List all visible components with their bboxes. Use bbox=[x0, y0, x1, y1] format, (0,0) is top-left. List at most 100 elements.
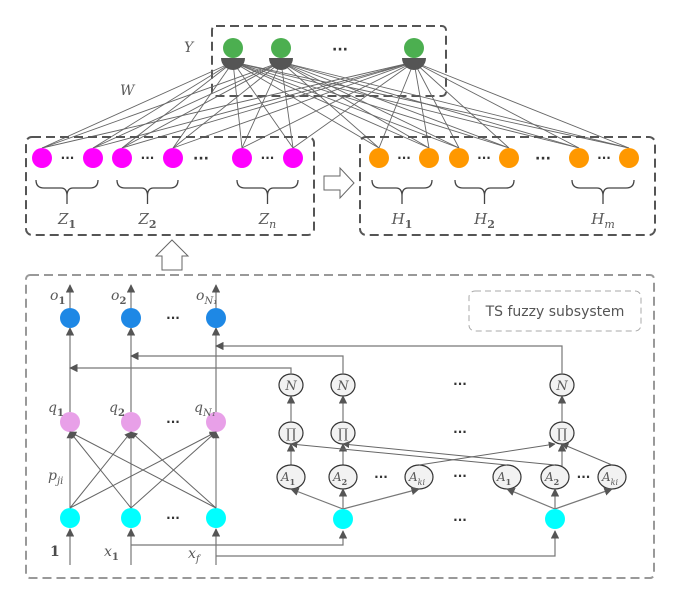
weight-edge bbox=[41, 61, 415, 149]
weight-edge bbox=[292, 61, 415, 149]
weight-edge bbox=[232, 61, 630, 149]
product-label: ∏ bbox=[338, 427, 348, 442]
weight-edge bbox=[280, 61, 430, 149]
weight-edge bbox=[121, 61, 282, 149]
ellipsis: ··· bbox=[453, 513, 467, 527]
normalization-label: N bbox=[284, 379, 297, 394]
input-label: x1 bbox=[104, 544, 119, 563]
enhancement-group-label: H1 bbox=[391, 210, 413, 231]
enhancement-group-brace bbox=[371, 179, 433, 197]
weight-edge bbox=[241, 61, 282, 149]
group-ellipsis: ··· bbox=[261, 151, 275, 165]
enhancement-group-ellipsis: ··· bbox=[535, 151, 551, 167]
enhancement-group-box bbox=[359, 136, 656, 236]
fuzzy-group-label: Z2 bbox=[137, 210, 156, 231]
rule-edge bbox=[418, 441, 556, 466]
enhancement-node bbox=[369, 148, 389, 168]
weight-edge bbox=[413, 61, 630, 149]
fuzzy-output-node bbox=[283, 148, 303, 168]
enhancement-group-brace bbox=[571, 179, 635, 197]
input-route-line bbox=[131, 530, 348, 546]
product-label: ∏ bbox=[557, 427, 567, 442]
ellipsis: ··· bbox=[166, 415, 180, 429]
output-node-port bbox=[402, 58, 426, 70]
fuzzify-node bbox=[545, 509, 565, 529]
parameter-edge bbox=[130, 431, 217, 509]
consequent-node bbox=[60, 412, 80, 432]
enhancement-node bbox=[419, 148, 439, 168]
enhancement-node bbox=[569, 148, 589, 168]
input-route-line bbox=[216, 530, 560, 557]
rule-edge bbox=[342, 441, 556, 466]
input-label-one: 1 bbox=[50, 544, 60, 560]
group-ellipsis: ··· bbox=[141, 151, 155, 165]
output-node bbox=[223, 38, 243, 58]
ellipsis: ··· bbox=[374, 470, 388, 484]
weights-label: W bbox=[120, 83, 136, 99]
weight-edge bbox=[280, 61, 294, 149]
group-ellipsis: ··· bbox=[397, 151, 411, 165]
weight-edge bbox=[92, 61, 234, 149]
enhancement-group-label: Hm bbox=[590, 210, 615, 231]
norm-to-output-line bbox=[69, 363, 292, 374]
fuzzy-group-label: Zn bbox=[258, 210, 277, 231]
weight-edge bbox=[413, 61, 460, 149]
weight-edge bbox=[413, 61, 510, 149]
ts-output-label: oN₁ bbox=[196, 288, 217, 307]
consequent-label: q2 bbox=[109, 400, 125, 419]
input-node bbox=[121, 508, 141, 528]
fuzzy-output-node bbox=[163, 148, 183, 168]
up-arrow-icon bbox=[154, 239, 190, 271]
norm-to-output-line bbox=[130, 351, 344, 374]
output-layer: Y ··· W bbox=[120, 25, 447, 99]
ts-subsystem-box bbox=[25, 274, 655, 579]
weight-edge bbox=[232, 61, 380, 149]
fuzzify-edge bbox=[506, 488, 556, 510]
ts-subsystem-title-box bbox=[468, 290, 642, 332]
ellipsis: ··· bbox=[166, 511, 180, 525]
input-label: xf bbox=[188, 546, 202, 565]
membership-label: A1 bbox=[496, 470, 511, 487]
weight-edge bbox=[232, 61, 580, 149]
weight-edge bbox=[232, 61, 430, 149]
weight-edge bbox=[232, 61, 294, 149]
fuzzy-output-node bbox=[112, 148, 132, 168]
ts-output-node bbox=[60, 308, 80, 328]
fuzzy-group-brace bbox=[116, 179, 179, 197]
output-node bbox=[404, 38, 424, 58]
fuzzify-edge bbox=[554, 487, 613, 510]
parameter-edge bbox=[69, 431, 217, 509]
ellipsis: ··· bbox=[453, 425, 467, 439]
fuzzy-group-brace bbox=[35, 179, 99, 197]
weight-edge bbox=[121, 61, 415, 149]
weight-edge bbox=[378, 61, 415, 149]
weight-edge bbox=[41, 61, 234, 149]
enhancement-group-brace bbox=[454, 179, 515, 197]
membership-label: A1 bbox=[280, 470, 295, 487]
ellipsis: ··· bbox=[166, 311, 180, 325]
ellipsis: ··· bbox=[453, 469, 467, 483]
output-layer-box bbox=[211, 25, 447, 97]
ts-output-node bbox=[206, 308, 226, 328]
consequent-node bbox=[121, 412, 141, 432]
consequent-label: q1 bbox=[48, 400, 64, 419]
output-label: Y bbox=[184, 40, 195, 56]
rule-edge bbox=[561, 443, 613, 466]
normalization-label: N bbox=[555, 379, 568, 394]
fuzzify-node bbox=[333, 509, 353, 529]
weight-edge bbox=[172, 61, 234, 149]
weight-edge bbox=[172, 61, 282, 149]
fuzzy-output-node bbox=[83, 148, 103, 168]
output-nodes bbox=[221, 38, 426, 70]
fuzzy-output-node bbox=[32, 148, 52, 168]
output-ellipsis: ··· bbox=[332, 42, 348, 58]
enhancement-node bbox=[619, 148, 639, 168]
membership-label: Aki bbox=[408, 470, 426, 487]
consequent-label: qN₁ bbox=[194, 400, 216, 419]
ellipsis: ··· bbox=[453, 377, 467, 391]
fuzzify-edge bbox=[290, 487, 344, 510]
ts-output-node bbox=[121, 308, 141, 328]
rule-edge bbox=[290, 441, 508, 466]
